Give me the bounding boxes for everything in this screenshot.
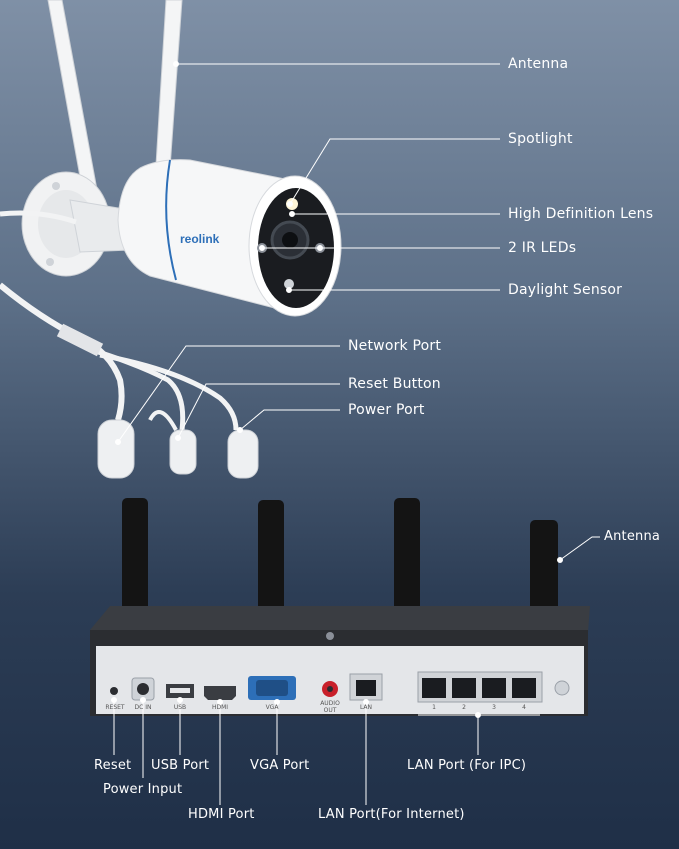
label-lan-ipc: LAN Port (For IPC) (407, 758, 527, 773)
nvr-leader-lines (111, 536, 600, 805)
label-power-port: Power Port (348, 402, 425, 418)
panel-out-text: OUT (323, 707, 337, 714)
panel-audio-text: AUDIO (320, 700, 340, 707)
label-power-input: Power Input (103, 782, 183, 797)
label-reset-button: Reset Button (348, 376, 441, 392)
label-usb-port: USB Port (151, 758, 210, 773)
label-hdmi-port: HDMI Port (188, 807, 255, 822)
camera-illustration (0, 0, 342, 479)
label-hd-lens: High Definition Lens (508, 206, 654, 222)
panel-vga-text: VGA (265, 704, 279, 711)
label-daylight-sensor: Daylight Sensor (508, 282, 623, 298)
label-nvr-antenna: Antenna (604, 529, 661, 544)
panel-port1-text: 1 (432, 704, 436, 711)
label-ir-leds: 2 IR LEDs (508, 240, 577, 256)
panel-port3-text: 3 (492, 704, 496, 711)
label-reset: Reset (94, 758, 132, 773)
panel-hdmi-text: HDMI (211, 704, 229, 711)
label-camera-antenna: Antenna (508, 56, 569, 72)
label-network-port: Network Port (348, 338, 442, 354)
panel-lan-text: LAN (359, 704, 373, 711)
panel-port2-text: 2 (462, 704, 466, 711)
label-lan-internet: LAN Port(For Internet) (318, 807, 465, 822)
panel-usb-text: USB (173, 704, 187, 711)
camera-leader-lines (115, 61, 500, 445)
panel-dcin-text: DC IN (134, 704, 152, 711)
label-vga-port: VGA Port (250, 758, 310, 773)
panel-port4-text: 4 (522, 704, 526, 711)
label-spotlight: Spotlight (508, 131, 573, 147)
camera-brand-logo: reolink (180, 232, 220, 246)
nvr-illustration (90, 498, 590, 716)
panel-reset-text: RESET (105, 704, 125, 711)
